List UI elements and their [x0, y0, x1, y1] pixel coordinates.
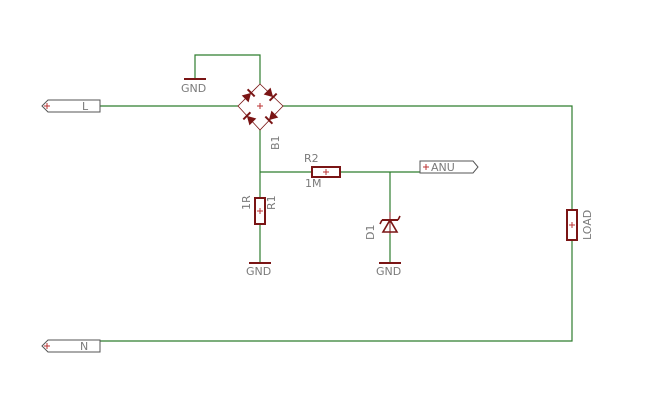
load-label: LOAD: [581, 210, 594, 240]
gnd-d1-label: GND: [376, 265, 401, 278]
gnd-top-label: GND: [181, 82, 206, 95]
port-line-label: L: [82, 100, 89, 113]
port-adc-anu[interactable]: ANU: [419, 160, 479, 174]
gnd-top-symbol: GND: [181, 78, 206, 95]
resistor-r1[interactable]: R1 1R: [240, 195, 278, 225]
r2-value-label: 1M: [305, 177, 322, 190]
port-adc-label: ANU: [431, 161, 455, 174]
r1-value-label: 1R: [240, 195, 253, 210]
bridge-label: B1: [269, 135, 282, 150]
resistor-r2[interactable]: R2 1M: [304, 152, 341, 190]
gnd-r1-symbol: GND: [246, 262, 271, 278]
bridge-rectifier-b1[interactable]: B1: [237, 83, 284, 150]
port-neutral-label: N: [80, 340, 88, 353]
port-neutral-n[interactable]: N: [41, 339, 101, 353]
wires: [100, 54, 573, 342]
gnd-r1-label: GND: [246, 265, 271, 278]
zener-diode-d1[interactable]: D1: [364, 212, 401, 240]
port-line-l[interactable]: L: [41, 99, 101, 113]
d1-name-label: D1: [364, 225, 377, 240]
r1-name-label: R1: [265, 195, 278, 210]
r2-name-label: R2: [304, 152, 319, 165]
load-component[interactable]: LOAD: [566, 209, 594, 241]
gnd-d1-symbol: GND: [376, 262, 401, 278]
